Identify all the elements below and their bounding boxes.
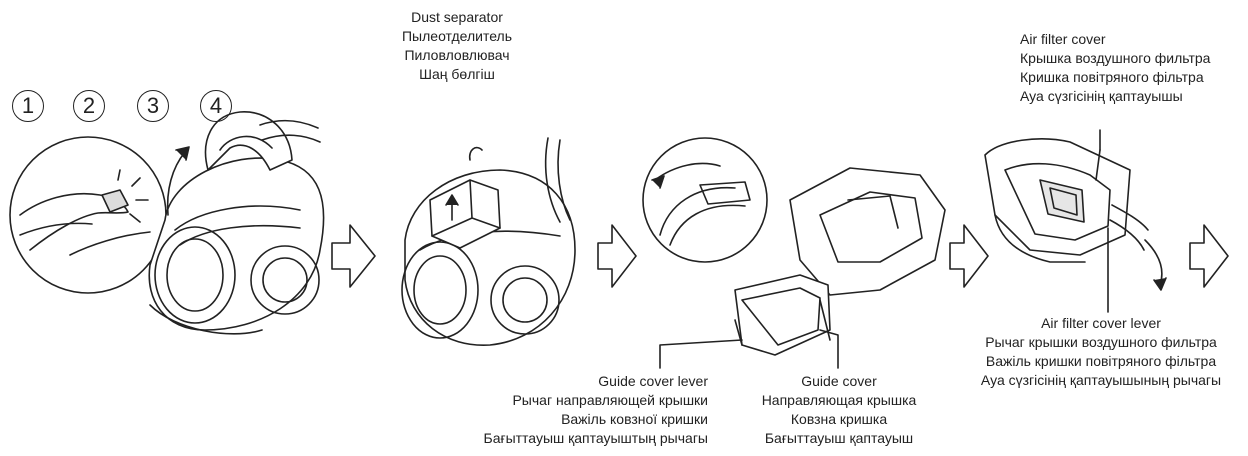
panel-2-dust-separator [402,138,575,345]
label-air-filter-cover-lever-ru: Рычаг крышки воздушного фильтра [958,333,1244,352]
leader-guide-cover-lever [660,340,742,368]
label-dust-separator-en: Dust separator [372,8,542,27]
label-dust-separator: Dust separator Пылеотделитель Пиловловлю… [372,8,542,84]
label-air-filter-cover-uk: Кришка повітряного фільтра [1020,68,1240,87]
step-2-number: 2 [73,90,105,122]
label-air-filter-cover-lever-uk: Важіль кришки повітряного фільтра [958,352,1244,371]
label-guide-cover-ru: Направляющая крышка [734,391,944,410]
panel-4-air-filter-cover [985,139,1166,290]
label-guide-cover-lever-kk: Бағыттауыш қаптауыштың рычагы [420,429,708,448]
arrow-right-icon [598,225,636,287]
magnifier-circle-icon [643,138,767,262]
label-dust-separator-kk: Шаң бөлгіш [372,65,542,84]
label-air-filter-cover-kk: Ауа сүзгісінің қаптауышы [1020,87,1240,106]
label-dust-separator-uk: Пиловловлювач [372,46,542,65]
step-1-number: 1 [12,90,44,122]
step-3-number: 3 [137,90,169,122]
panel-1-vacuum-open-lid [10,112,324,334]
label-guide-cover-uk: Ковзна кришка [734,410,944,429]
label-air-filter-cover-lever-kk: Ауа сүзгісінің қаптауышының рычагы [958,371,1244,390]
arrow-right-icon [332,225,375,287]
step-4-number: 4 [200,90,232,122]
label-guide-cover-lever-uk: Важіль ковзної кришки [420,410,708,429]
label-air-filter-cover-lever-en: Air filter cover lever [958,314,1244,333]
label-guide-cover: Guide cover Направляющая крышка Ковзна к… [734,372,944,448]
label-guide-cover-lever: Guide cover lever Рычаг направляющей кры… [420,372,708,448]
panel-3-guide-cover [643,138,945,355]
label-dust-separator-ru: Пылеотделитель [372,27,542,46]
label-air-filter-cover-lever: Air filter cover lever Рычаг крышки возд… [958,314,1244,390]
vacuum-cleaner-icon [149,112,323,334]
label-guide-cover-kk: Бағыттауыш қаптауыш [734,429,944,448]
arrow-right-icon [950,225,988,287]
label-guide-cover-lever-ru: Рычаг направляющей крышки [420,391,708,410]
label-air-filter-cover-ru: Крышка воздушного фильтра [1020,49,1240,68]
label-guide-cover-en: Guide cover [734,372,944,391]
label-air-filter-cover: Air filter cover Крышка воздушного фильт… [1020,30,1240,106]
label-air-filter-cover-en: Air filter cover [1020,30,1240,49]
arrow-right-icon [1190,225,1228,287]
label-guide-cover-lever-en: Guide cover lever [420,372,708,391]
magnifier-circle-icon [10,137,166,293]
